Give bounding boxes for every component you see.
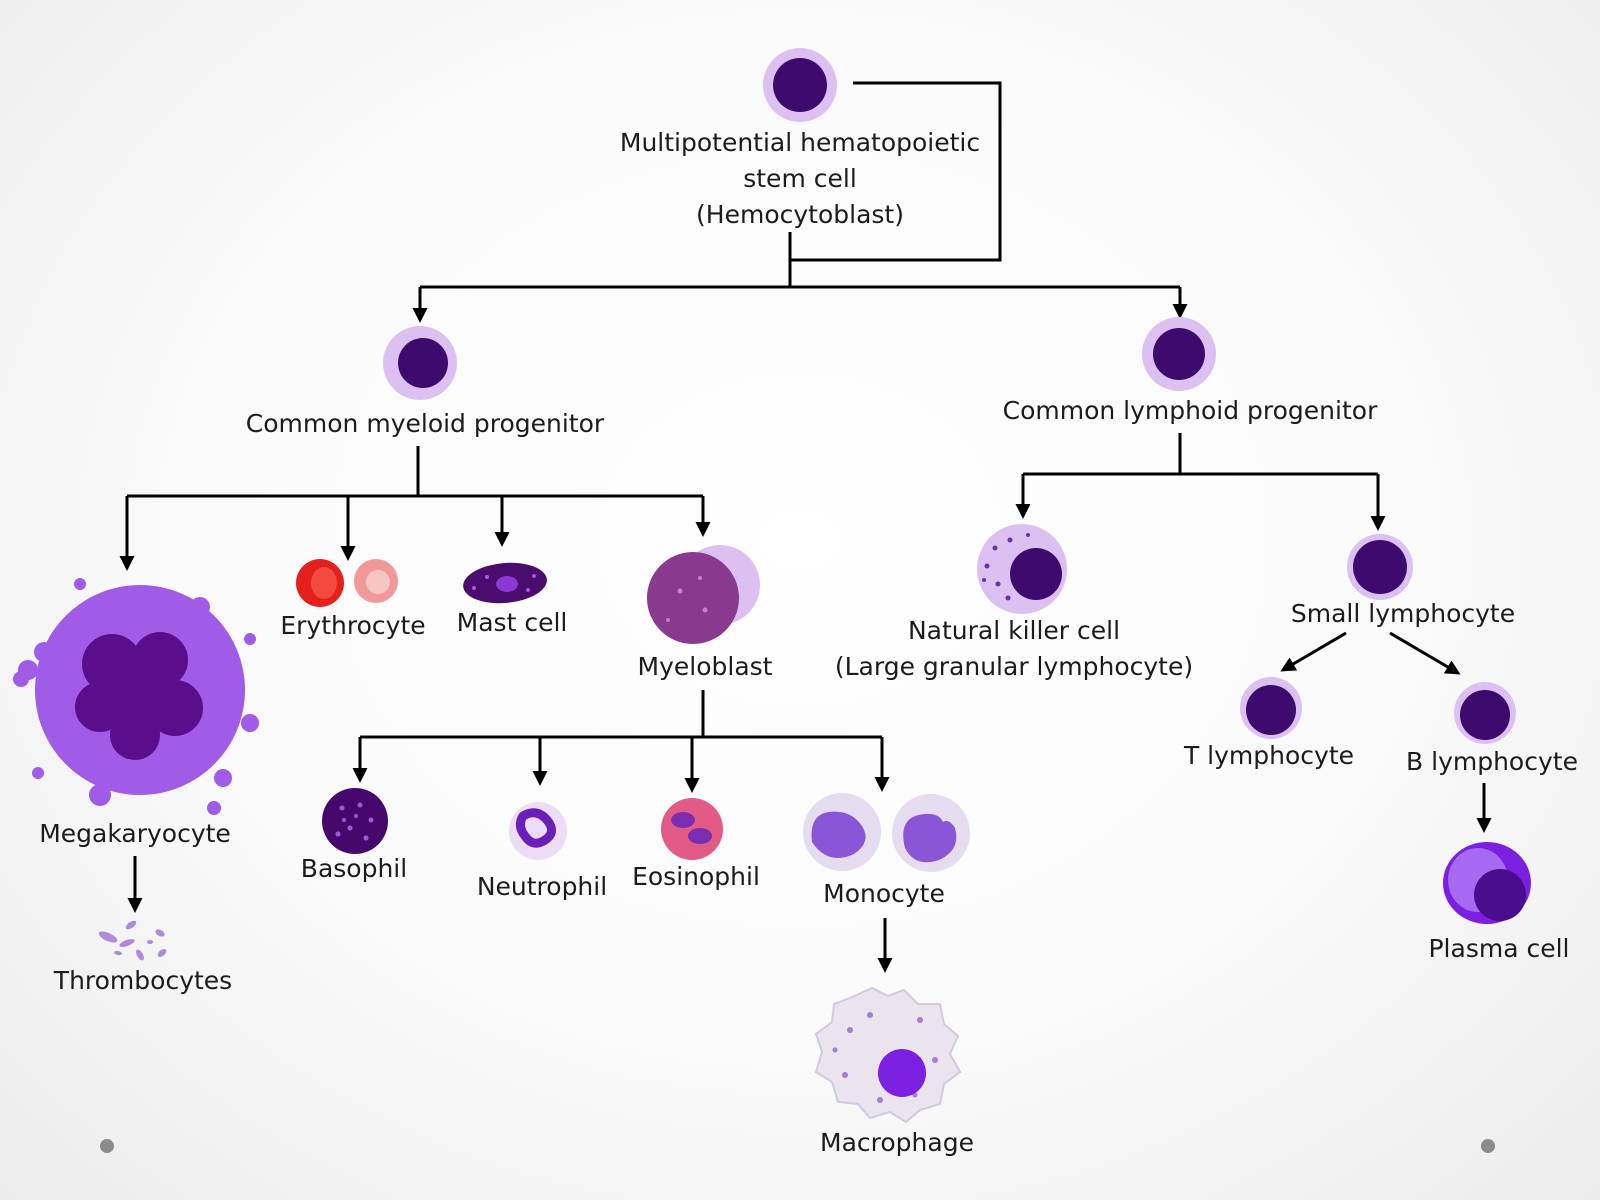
label-stem-cell-line3: (Hemocytoblast) — [696, 200, 904, 229]
label-monocyte: Monocyte — [823, 879, 945, 908]
macrophage-icon — [814, 986, 962, 1124]
myeloid-progenitor-icon — [383, 326, 457, 400]
label-t-lymphocyte: T lymphocyte — [1183, 741, 1354, 770]
small-lymphocyte-icon — [1347, 534, 1413, 600]
edge-stem-self-renewal — [790, 81, 1002, 262]
slide-dot-left — [100, 1139, 114, 1153]
label-nk-cell-line2: (Large granular lymphocyte) — [835, 652, 1193, 681]
t-lymphocyte-icon — [1240, 677, 1302, 739]
stem-cell-icon — [763, 48, 837, 122]
connectors — [119, 81, 1492, 973]
label-stem-cell-line2: stem cell — [743, 164, 857, 193]
label-macrophage: Macrophage — [820, 1128, 974, 1157]
plasma-cell-icon — [1443, 842, 1531, 924]
label-thrombocytes: Thrombocytes — [53, 966, 232, 995]
label-b-lymphocyte: B lymphocyte — [1406, 747, 1578, 776]
label-mast-cell: Mast cell — [457, 608, 568, 637]
label-small-lymphocyte: Small lymphocyte — [1291, 599, 1515, 628]
label-neutrophil: Neutrophil — [477, 872, 607, 901]
label-erythrocyte: Erythrocyte — [280, 611, 425, 640]
b-lymphocyte-icon — [1454, 682, 1516, 744]
nk-cell-icon — [977, 524, 1067, 614]
label-myeloid-progenitor: Common myeloid progenitor — [246, 409, 605, 438]
myeloblast-icon — [647, 545, 760, 644]
mast-cell-icon — [463, 562, 547, 604]
thrombocytes-icon — [98, 920, 167, 961]
label-plasma-cell: Plasma cell — [1428, 934, 1569, 963]
basophil-icon — [322, 788, 388, 854]
label-basophil: Basophil — [301, 854, 407, 883]
eosinophil-icon — [661, 798, 723, 860]
labels: Multipotential hematopoietic stem cell (… — [39, 128, 1578, 1157]
label-lymphoid-progenitor: Common lymphoid progenitor — [1003, 396, 1378, 425]
label-myeloblast: Myeloblast — [638, 652, 773, 681]
label-stem-cell-line1: Multipotential hematopoietic — [620, 128, 980, 157]
edge-small-to-t — [1280, 631, 1347, 672]
megakaryocyte-icon — [13, 578, 259, 815]
edge-small-to-b — [1389, 631, 1461, 675]
label-megakaryocyte: Megakaryocyte — [39, 819, 231, 848]
monocyte-icon — [803, 793, 970, 872]
erythrocyte-icon — [296, 559, 398, 607]
cell-images — [13, 48, 1531, 1124]
label-eosinophil: Eosinophil — [632, 862, 760, 891]
lymphoid-progenitor-icon — [1142, 317, 1216, 391]
neutrophil-icon — [509, 802, 567, 860]
slide-dot-right — [1481, 1139, 1495, 1153]
label-nk-cell-line1: Natural killer cell — [908, 616, 1120, 645]
